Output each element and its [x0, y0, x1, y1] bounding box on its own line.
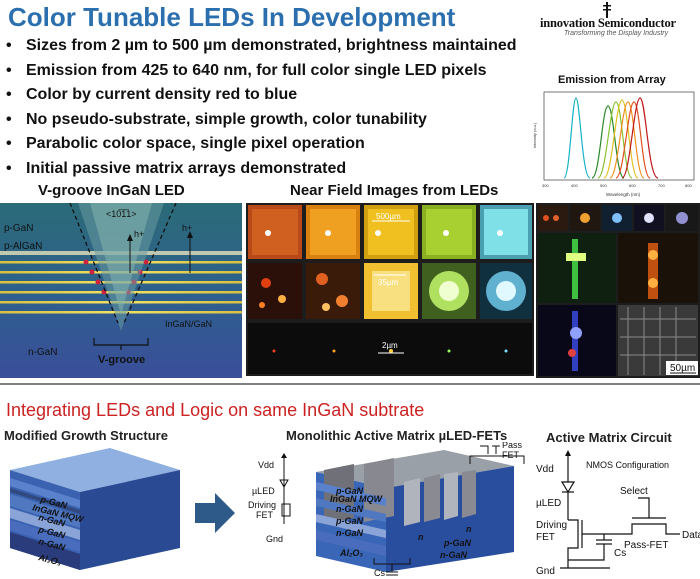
logo-mark-icon: [603, 2, 611, 18]
svg-text:800: 800: [685, 183, 692, 188]
label-palgan: p-AlGaN: [4, 241, 42, 252]
matrix-label-ngan: n-GaN: [440, 550, 468, 560]
growth-title: Modified Growth Structure: [4, 428, 168, 443]
emission-curve: [615, 101, 651, 179]
svg-text:600: 600: [629, 183, 636, 188]
matrix-label-pgan: p-GaN: [443, 538, 472, 548]
scale-50um: 50µm: [670, 363, 695, 374]
label-hole-1: h+: [134, 229, 144, 239]
bullet-item: •Parabolic color space, single pixel ope…: [6, 135, 365, 153]
emission-ylabel: Intensity (a.u.): [532, 122, 537, 148]
circuit-cs: Cs: [614, 548, 626, 559]
label-n-2: n: [466, 524, 472, 534]
nearfield-images: 500µm 35µm 2µm: [248, 205, 532, 374]
label-vdd: Vdd: [258, 460, 274, 470]
bullet-item: •Initial passive matrix arrays demonstra…: [6, 159, 347, 177]
label-ngan: n-GaN: [28, 347, 57, 358]
label-uled: µLED: [252, 486, 275, 496]
label-pgan: p-GaN: [4, 223, 33, 234]
bullet-item: •Emission from 425 to 640 nm, for full c…: [6, 61, 487, 79]
vgroove-diagram: p-GaN p-AlGaN <10̅1̅1> h+ h+ InGaN/GaN n…: [0, 203, 242, 378]
vgroove-title: V-groove InGaN LED: [38, 182, 185, 199]
label-gnd: Gnd: [266, 534, 283, 544]
label-pass-fet: FET: [502, 450, 520, 460]
matrix-layer-pgan: p-GaN: [335, 486, 364, 496]
svg-text:700: 700: [658, 183, 665, 188]
svg-text:500: 500: [600, 183, 607, 188]
label-hole-2: h+: [182, 223, 192, 233]
emission-title: Emission from Array: [558, 74, 666, 86]
arrow-right-icon: [195, 493, 235, 533]
circuit-title: Active Matrix Circuit: [546, 430, 672, 445]
emission-curve: [597, 101, 633, 179]
matrix-layer-al2o3: Al₂O₃: [339, 548, 363, 558]
emission-curve: [591, 105, 625, 179]
circuit-uled: µLED: [536, 498, 561, 509]
label-cs: Cs: [374, 568, 385, 578]
matrix-layer-pgan-2: p-GaN: [335, 516, 364, 526]
circuit-passfet: Pass-FET: [624, 540, 668, 551]
label-n-1: n: [418, 532, 424, 542]
logo-tagline: Transforming the Display Industry: [564, 30, 669, 37]
growth-stack: p-GaN InGaN MQW n-GaN p-GaN n-GaN Al₂O₃: [10, 448, 180, 570]
company-logo: innovation Semiconductor Transforming th…: [540, 2, 696, 42]
emission-chart: Emission from Array Intensity (a.u.) 300…: [530, 74, 698, 202]
matrix-layer-ngan-2: n-GaN: [336, 528, 364, 538]
nearfield-panel: 500µm 35µm 2µm: [246, 203, 534, 376]
logo-name: innovation Semiconductor: [540, 16, 676, 30]
emission-curve: [609, 101, 645, 179]
emission-plot: Intensity (a.u.) 300 400 500 600 700 800…: [532, 91, 695, 197]
bullet-list: •Sizes from 2 µm to 500 µm demonstrated,…: [6, 34, 517, 182]
emission-curve: [621, 97, 659, 179]
scale-2um: 2µm: [382, 341, 398, 350]
matrix-diagram: Vdd µLED Driving FET Gnd p-GaN InGaN MQW…: [248, 442, 525, 578]
array-images-panel: 50µm: [536, 203, 700, 378]
circuit-data: Data: [682, 530, 700, 541]
label-pass: Pass: [502, 442, 523, 450]
slide-title: Color Tunable LEDs In Development: [8, 2, 456, 32]
section-divider: [0, 383, 700, 385]
bullet-item: •Color by current density red to blue: [6, 86, 298, 104]
emission-ticks: 300 400 500 600 700 800: [542, 183, 692, 188]
label-vgroove: V-groove: [98, 354, 145, 366]
emission-curve: [563, 97, 591, 179]
svg-text:400: 400: [571, 183, 578, 188]
label-orientation: <10̅1̅1>: [106, 209, 137, 219]
bottom-title: Integrating LEDs and Logic on same InGaN…: [6, 400, 425, 420]
circuit-nmos: NMOS Configuration: [586, 460, 669, 470]
label-ingan-gan: InGaN/GaN: [165, 319, 212, 329]
emission-xlabel: Wavelength (nm): [606, 192, 641, 197]
nearfield-title: Near Field Images from LEDs: [290, 182, 499, 199]
matrix-title: Monolithic Active Matrix µLED-FETs: [286, 428, 508, 443]
circuit-vdd: Vdd: [536, 464, 554, 475]
circuit-fet: FET: [536, 532, 555, 543]
bullet-item: •Sizes from 2 µm to 500 µm demonstrated,…: [6, 37, 517, 54]
svg-text:300: 300: [542, 183, 549, 188]
scale-35um: 35µm: [378, 278, 399, 287]
scale-500um: 500µm: [376, 212, 401, 221]
label-driving: Driving: [248, 500, 276, 510]
circuit-driving: Driving: [536, 520, 567, 531]
circuit-select: Select: [620, 486, 648, 497]
circuit-diagram: Vdd NMOS Configuration µLED Driving FET …: [536, 450, 700, 577]
array-images: 50µm: [538, 205, 698, 376]
emission-curve: [603, 99, 639, 179]
bullet-item: •No pseudo-substrate, simple growth, col…: [6, 110, 427, 128]
matrix-layer-ngan: n-GaN: [336, 504, 364, 514]
label-fet: FET: [256, 510, 274, 520]
matrix-layer-ingan: InGaN MQW: [330, 494, 384, 504]
circuit-gnd: Gnd: [536, 566, 555, 577]
